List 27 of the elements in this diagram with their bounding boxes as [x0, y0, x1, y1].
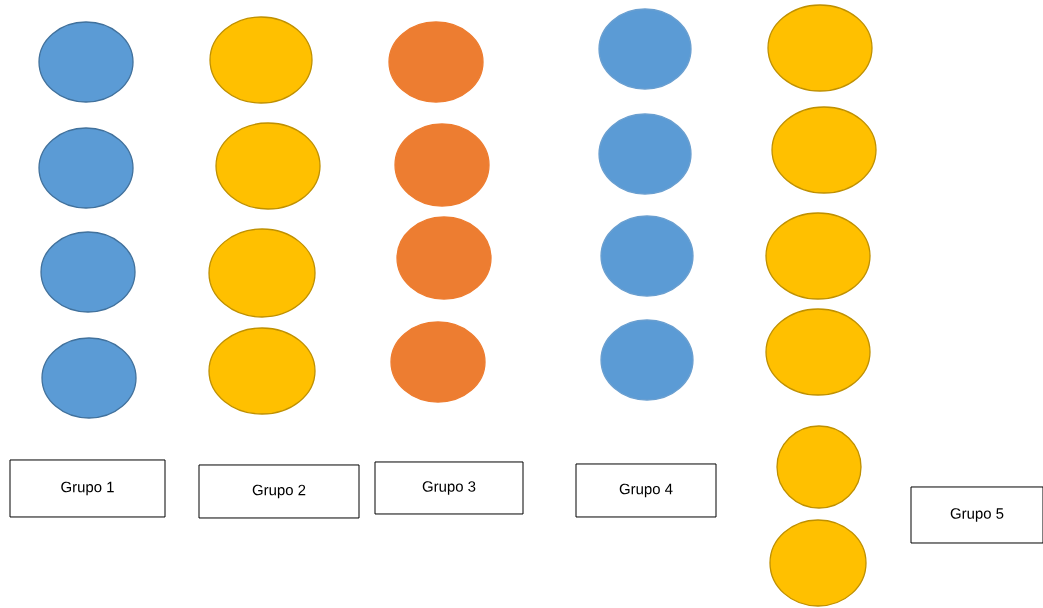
circle [765, 212, 871, 300]
label-box: Grupo 3 [374, 461, 524, 515]
circle [600, 215, 694, 297]
circle [600, 319, 694, 401]
circle [40, 231, 136, 313]
circle [38, 127, 134, 209]
circle [215, 122, 321, 210]
circle [771, 106, 877, 194]
label-box: Grupo 4 [575, 463, 717, 518]
circle [209, 16, 313, 104]
circle [598, 8, 692, 90]
circle [396, 216, 492, 300]
circle [41, 337, 137, 419]
circle [598, 113, 692, 195]
label-box: Grupo 2 [198, 464, 360, 519]
circle [767, 4, 873, 92]
circle [765, 308, 871, 396]
circle [388, 21, 484, 103]
circle [208, 228, 316, 318]
label-box: Grupo 1 [9, 459, 166, 518]
circle [769, 519, 867, 607]
circle [394, 123, 490, 207]
circle [390, 321, 486, 403]
circle [208, 327, 316, 415]
circle [776, 425, 862, 509]
label-box: Grupo 5 [910, 486, 1043, 544]
circle [38, 21, 134, 103]
